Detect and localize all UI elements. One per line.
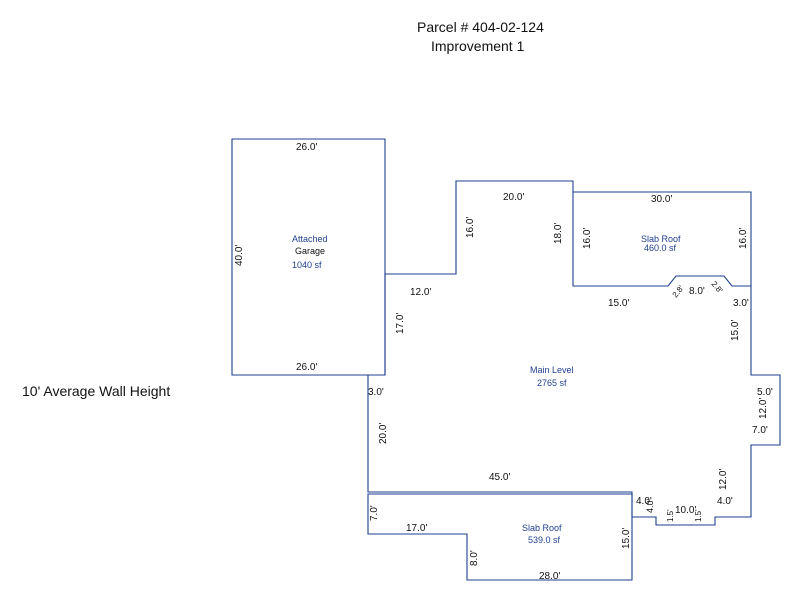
main-level-area: 2765 sf	[537, 378, 567, 388]
main-dim-5a: 5.0'	[757, 387, 773, 398]
main-dim-17: 17.0'	[395, 313, 406, 334]
main-dim-1-5a: 1.5'	[666, 509, 675, 522]
slab-lower-dim-bottom: 28.0'	[539, 571, 560, 582]
slab-lower-dim-top: 17.0'	[406, 523, 427, 534]
garage-name-line2: Garage	[295, 246, 325, 256]
main-dim-3b: 3.0'	[733, 298, 749, 309]
main-dim-7a: 7.0'	[752, 425, 768, 436]
main-dim-2-8b: 2.8'	[709, 280, 724, 296]
parcel-title: Parcel # 404-02-124	[417, 19, 544, 35]
slab-upper-name: Slab Roof	[641, 234, 681, 244]
garage-area: 1040 sf	[292, 260, 322, 270]
slab-lower-dim-left: 7.0'	[369, 505, 380, 521]
main-dim-45: 45.0'	[489, 472, 510, 483]
slab-upper-dim-right: 16.0'	[738, 228, 749, 249]
main-dim-4b: 4.0'	[636, 496, 652, 507]
slab-lower-dim-inner: 8.0'	[469, 550, 480, 566]
slab-roof-lower-outline	[367, 493, 633, 581]
main-dim-12a: 12.0'	[410, 287, 431, 298]
main-dim-20a: 20.0'	[503, 192, 524, 203]
main-dim-15a: 15.0'	[608, 298, 629, 309]
main-dim-8: 8.0'	[689, 286, 705, 297]
slab-upper-dim-top: 30.0'	[651, 194, 672, 205]
main-dim-3a: 3.0'	[368, 387, 384, 398]
slab-lower-name: Slab Roof	[522, 523, 562, 533]
garage-outline	[231, 138, 386, 376]
main-dim-4c: 4.0'	[645, 498, 655, 513]
main-dim-20b: 20.0'	[378, 423, 389, 444]
slab-roof-upper-outline	[573, 191, 752, 286]
main-dim-15b: 15.0'	[730, 320, 741, 341]
slab-upper-area: 460.0 sf	[644, 243, 677, 253]
improvement-subtitle: Improvement 1	[431, 38, 525, 54]
main-dim-2-8a: 2.8'	[671, 283, 686, 299]
main-dim-10: 10.0'	[675, 505, 696, 516]
wall-height-note: 10' Average Wall Height	[22, 383, 171, 399]
main-dim-16a: 16.0'	[465, 217, 476, 238]
garage-name-line1: Attached	[292, 234, 328, 244]
outlines	[231, 138, 781, 581]
garage-dim-bottom: 26.0'	[296, 362, 317, 373]
slab-upper-dim-left: 16.0'	[582, 228, 593, 249]
main-dim-18: 18.0'	[553, 223, 564, 244]
main-dim-12c: 12.0'	[718, 469, 729, 490]
garage-dim-left: 40.0'	[234, 245, 245, 266]
slab-lower-area: 539.0 sf	[528, 535, 561, 545]
main-level-name: Main Level	[530, 365, 574, 375]
main-dim-4a: 4.0'	[717, 496, 733, 507]
main-dim-12b: 12.0'	[758, 398, 769, 419]
slab-lower-dim-right: 15.0'	[621, 528, 632, 549]
garage-dim-top: 26.0'	[296, 142, 317, 153]
main-dim-1-5b: 1.5'	[694, 509, 703, 522]
